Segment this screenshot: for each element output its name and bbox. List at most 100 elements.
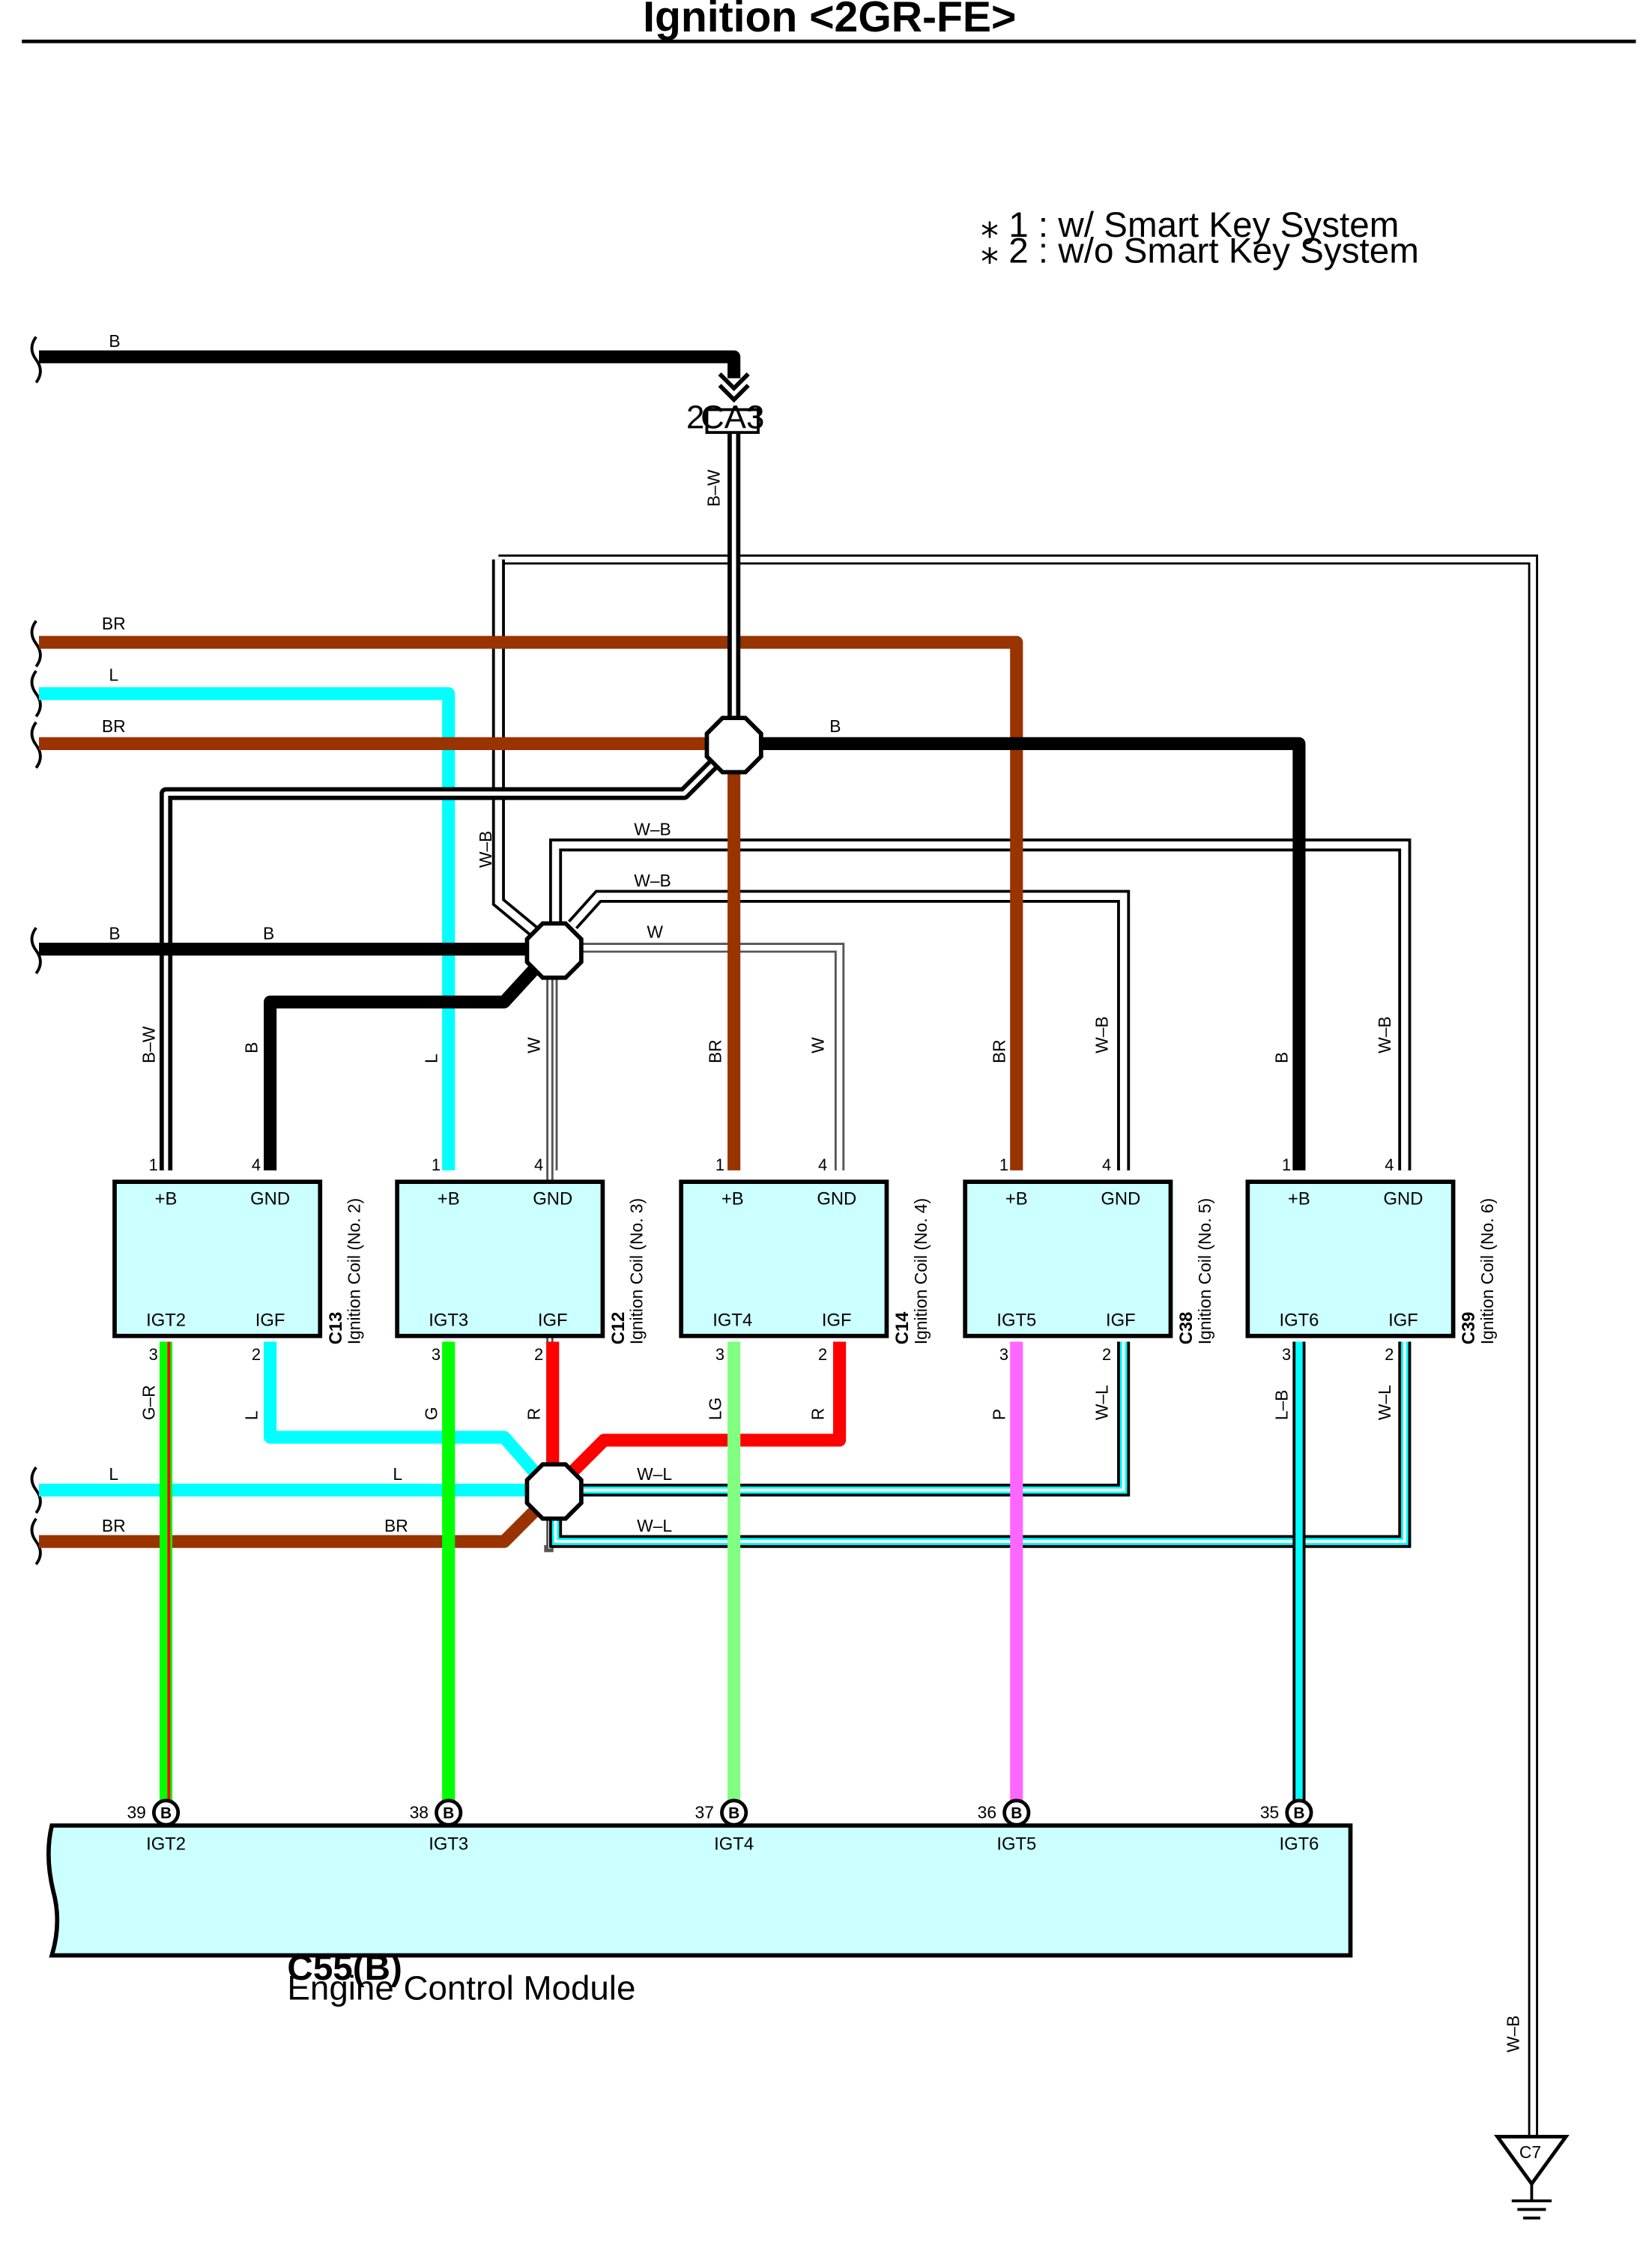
wire-label-br2: BR bbox=[102, 716, 126, 736]
wire-label-l-low: L bbox=[393, 1464, 402, 1484]
ecm-pin-number: 37 bbox=[695, 1803, 714, 1822]
ecm-code: C55(B) bbox=[287, 1948, 402, 1988]
coil-wire-label-pin4: W–B bbox=[1375, 1016, 1394, 1054]
coil-wire-label-pin4: W–B bbox=[1092, 1016, 1112, 1054]
coil-wire-label-pin2: R bbox=[524, 1408, 544, 1420]
coil-wire-label-pin2: L bbox=[241, 1411, 261, 1421]
ecm-name: Engine Control Module bbox=[287, 1969, 635, 2007]
coil-pin-number-3: 3 bbox=[1282, 1345, 1291, 1364]
coil-pin-number-3: 3 bbox=[149, 1345, 158, 1364]
wire-label-br-low: BR bbox=[384, 1516, 408, 1535]
ecm-pin-mark: B bbox=[728, 1805, 739, 1822]
coil-pin-number-1: 1 bbox=[715, 1155, 724, 1174]
junction-lower bbox=[524, 1462, 584, 1521]
ecm-pin-terminal bbox=[435, 1798, 463, 1827]
wire-label-l-low-left: L bbox=[109, 1464, 118, 1484]
coil-body bbox=[679, 1179, 889, 1338]
wire-label-wl1: W–L bbox=[637, 1464, 672, 1484]
coil-pin-igt: IGT3 bbox=[429, 1311, 468, 1331]
connector-ca3-pin: 2 bbox=[686, 399, 704, 435]
coil-body bbox=[395, 1179, 605, 1338]
coil-code: C12 bbox=[608, 1312, 629, 1345]
coil-wire-label-pin1: B–W bbox=[139, 1026, 158, 1063]
ground-triangle bbox=[1494, 2135, 1570, 2187]
coil-pin-igf: IGF bbox=[822, 1311, 852, 1331]
coil-pin-number-2: 2 bbox=[818, 1345, 827, 1364]
coil-code: C38 bbox=[1176, 1312, 1196, 1345]
ecm-pin-number: 39 bbox=[127, 1803, 145, 1822]
coil-pin-number-4: 4 bbox=[1102, 1155, 1111, 1174]
page-title: Ignition <2GR-FE> bbox=[643, 0, 1016, 41]
colored-wires bbox=[39, 350, 1306, 1806]
coil-code: C14 bbox=[892, 1311, 913, 1344]
ecm-pin-mark: B bbox=[443, 1805, 454, 1822]
vertical-wire-labels: B–W W–B W–B bbox=[476, 469, 1522, 2052]
coil-pin-plus-b: +B bbox=[1005, 1189, 1028, 1209]
wire-label-b-right: B bbox=[829, 716, 841, 736]
coil-pin-number-3: 3 bbox=[715, 1345, 724, 1364]
coil-wire-label-pin1: BR bbox=[990, 1039, 1009, 1063]
ecm-pin-mark: B bbox=[1293, 1805, 1304, 1822]
coil-wire-label-pin1: B bbox=[1272, 1052, 1292, 1063]
coil-pin-number-4: 4 bbox=[1385, 1155, 1394, 1174]
ca3-arrow bbox=[718, 372, 750, 403]
ecm-pin-label: IGT3 bbox=[429, 1834, 468, 1855]
junction-middle bbox=[524, 921, 584, 980]
coil-body bbox=[1245, 1179, 1456, 1338]
connector-ca3 bbox=[705, 408, 760, 435]
wire-label-bw-ca3: B–W bbox=[704, 469, 724, 507]
coil-pin-number-2: 2 bbox=[1102, 1345, 1111, 1364]
ecm-pin-label: IGT6 bbox=[1279, 1834, 1319, 1855]
wire-label-wb-ground: W–B bbox=[1503, 2016, 1522, 2053]
coil-pin-igf: IGF bbox=[1388, 1311, 1418, 1331]
coil-pin-number-3: 3 bbox=[999, 1345, 1008, 1364]
coil-wire-label-pin4: W bbox=[524, 1037, 544, 1054]
wire-label-wb1: W–B bbox=[634, 819, 671, 839]
coil-pin-number-4: 4 bbox=[818, 1155, 827, 1174]
ecm-pin-terminal bbox=[151, 1798, 181, 1827]
coil-wire-label-pin4: W bbox=[808, 1037, 828, 1054]
wire-label-wb2: W–B bbox=[634, 871, 671, 890]
coil-pin-igt: IGT5 bbox=[996, 1311, 1036, 1331]
ground-code: C7 bbox=[1519, 2142, 1541, 2162]
coil-name: Ignition Coil (No. 4) bbox=[911, 1198, 931, 1345]
ecm-pin-number: 36 bbox=[978, 1803, 996, 1822]
ecm-pin-terminal bbox=[720, 1798, 748, 1827]
wire-label-wb-left: W–B bbox=[476, 831, 495, 868]
coil-code: C13 bbox=[326, 1312, 346, 1345]
coil-pin-number-1: 1 bbox=[1282, 1155, 1291, 1174]
coil-wire-label-pin2: R bbox=[808, 1408, 828, 1420]
coil-pin-number-3: 3 bbox=[432, 1345, 441, 1364]
coil-pin-number-1: 1 bbox=[149, 1155, 158, 1174]
coil-pin-plus-b: +B bbox=[438, 1189, 460, 1209]
coil-wire-label-pin4: B bbox=[241, 1042, 261, 1053]
coil-pin-igf: IGF bbox=[1106, 1311, 1136, 1331]
wire-label-b-mid-left: B bbox=[109, 923, 120, 943]
coil-wire-label-pin2: W–L bbox=[1092, 1385, 1112, 1420]
coil-wire-label-pin3: L–B bbox=[1272, 1390, 1292, 1421]
coil-pin-plus-b: +B bbox=[1288, 1189, 1310, 1209]
ecm-pin-terminal bbox=[1002, 1798, 1031, 1827]
coil-pin-gnd: GND bbox=[250, 1189, 290, 1209]
ecm-pin-terminal bbox=[1285, 1798, 1313, 1827]
note-2: ⁎ 2 : w/o Smart Key System bbox=[981, 231, 1419, 271]
coil-body bbox=[963, 1179, 1173, 1338]
harness-break-marks bbox=[30, 336, 42, 1565]
ecm-pin-number: 35 bbox=[1260, 1803, 1279, 1822]
coil-name: Ignition Coil (No. 3) bbox=[627, 1198, 647, 1345]
coil-code: C39 bbox=[1459, 1312, 1479, 1345]
coil-pin-number-2: 2 bbox=[252, 1345, 261, 1364]
coil-name: Ignition Coil (No. 2) bbox=[345, 1198, 364, 1345]
engine-control-module bbox=[46, 1823, 1353, 1958]
ecm-pin-label: IGT2 bbox=[146, 1834, 186, 1855]
ecm-pin-mark: B bbox=[160, 1805, 172, 1822]
coil-pin-igf: IGF bbox=[255, 1311, 285, 1331]
wire-label-w-top: W bbox=[647, 922, 663, 941]
wire-label-br-low-left: BR bbox=[102, 1516, 126, 1535]
